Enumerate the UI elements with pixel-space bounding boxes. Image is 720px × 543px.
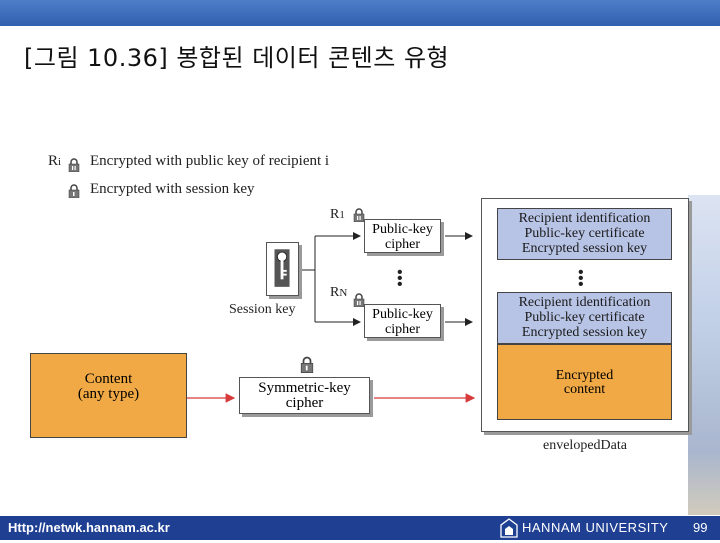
public-key-cipher-n: Public-key cipher xyxy=(364,304,441,338)
legend-recipient: Ri xyxy=(48,153,61,170)
recipient-n-line2: Public-key certificate xyxy=(524,310,645,325)
header-bar xyxy=(0,0,720,26)
legend-recipient-lock-icon xyxy=(68,158,80,172)
rn-letter: R xyxy=(330,285,340,300)
recipient-1-line1: Recipient identification xyxy=(518,211,651,226)
university-logo-icon xyxy=(500,518,518,538)
legend-recipient-text: Encrypted with public key of recipient i xyxy=(90,153,330,169)
recipient-1-line3: Encrypted session key xyxy=(521,241,648,256)
content-line2: (any type) xyxy=(77,386,140,402)
symmetric-lock-icon xyxy=(300,356,314,373)
r1-sub: 1 xyxy=(339,209,345,221)
recipient-ellipsis: ••• xyxy=(578,264,584,293)
enveloped-data-label: envelopedData xyxy=(543,438,627,453)
footer-university: HANNAM UNIVERSITY xyxy=(522,520,669,535)
footer-url[interactable]: Http://netwk.hannam.ac.kr xyxy=(8,520,170,535)
env-content-line1: Encrypted xyxy=(555,368,614,383)
recipient-n-line1: Recipient identification xyxy=(518,295,651,310)
content-box: Content (any type) xyxy=(30,353,187,438)
encrypted-content-box: Encrypted content xyxy=(497,344,672,420)
symmetric-key-cipher: Symmetric-key cipher xyxy=(239,377,370,414)
session-key-box xyxy=(266,242,299,296)
env-content-line2: content xyxy=(563,382,606,397)
background-decoration xyxy=(688,195,720,515)
key-icon xyxy=(274,249,290,287)
rn-lock-icon xyxy=(353,293,365,307)
session-key-label: Session key xyxy=(229,302,296,317)
r1-lock-icon xyxy=(353,208,365,222)
pk-cipher-1-line2: cipher xyxy=(385,237,420,252)
page-title: [그림 10.36] 봉합된 데이터 콘텐츠 유형 xyxy=(24,44,450,72)
rn-label: RN xyxy=(330,285,347,301)
cipher-ellipsis: ••• xyxy=(397,264,403,293)
rn-sub: N xyxy=(339,287,348,299)
recipient-info-1: Recipient identification Public-key cert… xyxy=(497,208,672,260)
recipient-1-line2: Public-key certificate xyxy=(524,226,645,241)
legend-session-text: Encrypted with session key xyxy=(90,181,255,197)
recipient-info-n: Recipient identification Public-key cert… xyxy=(497,292,672,344)
legend-session-lock-icon xyxy=(68,184,80,198)
pk-cipher-n-line1: Public-key xyxy=(372,307,433,322)
sym-line1: Symmetric-key xyxy=(258,380,351,396)
content-line1: Content xyxy=(84,371,133,387)
sym-line2: cipher xyxy=(285,395,324,411)
r1-label: R1 xyxy=(330,207,345,223)
public-key-cipher-1: Public-key cipher xyxy=(364,219,441,253)
legend-recipient-letter: R xyxy=(48,153,59,169)
pk-cipher-n-line2: cipher xyxy=(385,322,420,337)
page-number: 99 xyxy=(693,520,708,535)
pk-cipher-1-line1: Public-key xyxy=(372,222,433,237)
footer-bar xyxy=(0,516,720,540)
r1-letter: R xyxy=(330,207,340,222)
legend-recipient-sub: i xyxy=(58,156,62,168)
recipient-n-line3: Encrypted session key xyxy=(521,325,648,340)
